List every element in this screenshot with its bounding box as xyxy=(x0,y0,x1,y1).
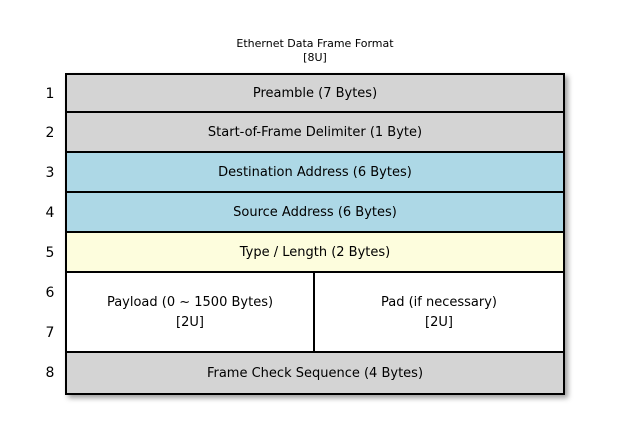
frame-row-frame-check-sequence: Frame Check Sequence (4 Bytes) xyxy=(67,353,563,393)
frame-table: Preamble (7 Bytes) Start-of-Frame Delimi… xyxy=(65,73,565,395)
field-label-fcs: Frame Check Sequence (4 Bytes) xyxy=(206,365,424,381)
diagram-subtitle: [8U] xyxy=(303,51,327,64)
field-units-pad: [2U] xyxy=(425,314,453,330)
row-number-2: 2 xyxy=(45,125,55,141)
frame-row-preamble: Preamble (7 Bytes) xyxy=(67,75,563,113)
row-number-4: 4 xyxy=(45,205,55,221)
frame-row-start-of-frame-delimiter: Start-of-Frame Delimiter (1 Byte) xyxy=(67,113,563,153)
field-label-pad: Pad (if necessary) xyxy=(380,294,497,310)
field-label-payload: Payload (0 ~ 1500 Bytes) xyxy=(106,294,274,310)
row-number-6: 6 xyxy=(45,285,55,301)
frame-row-destination-address: Destination Address (6 Bytes) xyxy=(67,153,563,193)
row-number-7: 7 xyxy=(45,325,55,341)
field-label-sfd: Start-of-Frame Delimiter (1 Byte) xyxy=(207,124,423,140)
row-number-8: 8 xyxy=(45,365,55,381)
field-label-type-length: Type / Length (2 Bytes) xyxy=(239,244,391,260)
row-number-1: 1 xyxy=(45,86,55,102)
frame-cell-payload: Payload (0 ~ 1500 Bytes) [2U] xyxy=(67,273,315,351)
row-number-5: 5 xyxy=(45,245,55,261)
diagram-title: Ethernet Data Frame Format xyxy=(236,37,394,50)
frame-row-source-address: Source Address (6 Bytes) xyxy=(67,193,563,233)
diagram-header: Ethernet Data Frame Format [8U] xyxy=(65,36,565,65)
field-label-source-address: Source Address (6 Bytes) xyxy=(233,204,397,220)
frame-row-payload-pad: Payload (0 ~ 1500 Bytes) [2U] Pad (if ne… xyxy=(67,273,563,353)
field-units-payload: [2U] xyxy=(176,314,204,330)
frame-row-type-length: Type / Length (2 Bytes) xyxy=(67,233,563,273)
frame-cell-pad: Pad (if necessary) [2U] xyxy=(315,273,563,351)
field-label-preamble: Preamble (7 Bytes) xyxy=(252,85,378,101)
row-number-3: 3 xyxy=(45,165,55,181)
field-label-destination-address: Destination Address (6 Bytes) xyxy=(218,164,412,180)
